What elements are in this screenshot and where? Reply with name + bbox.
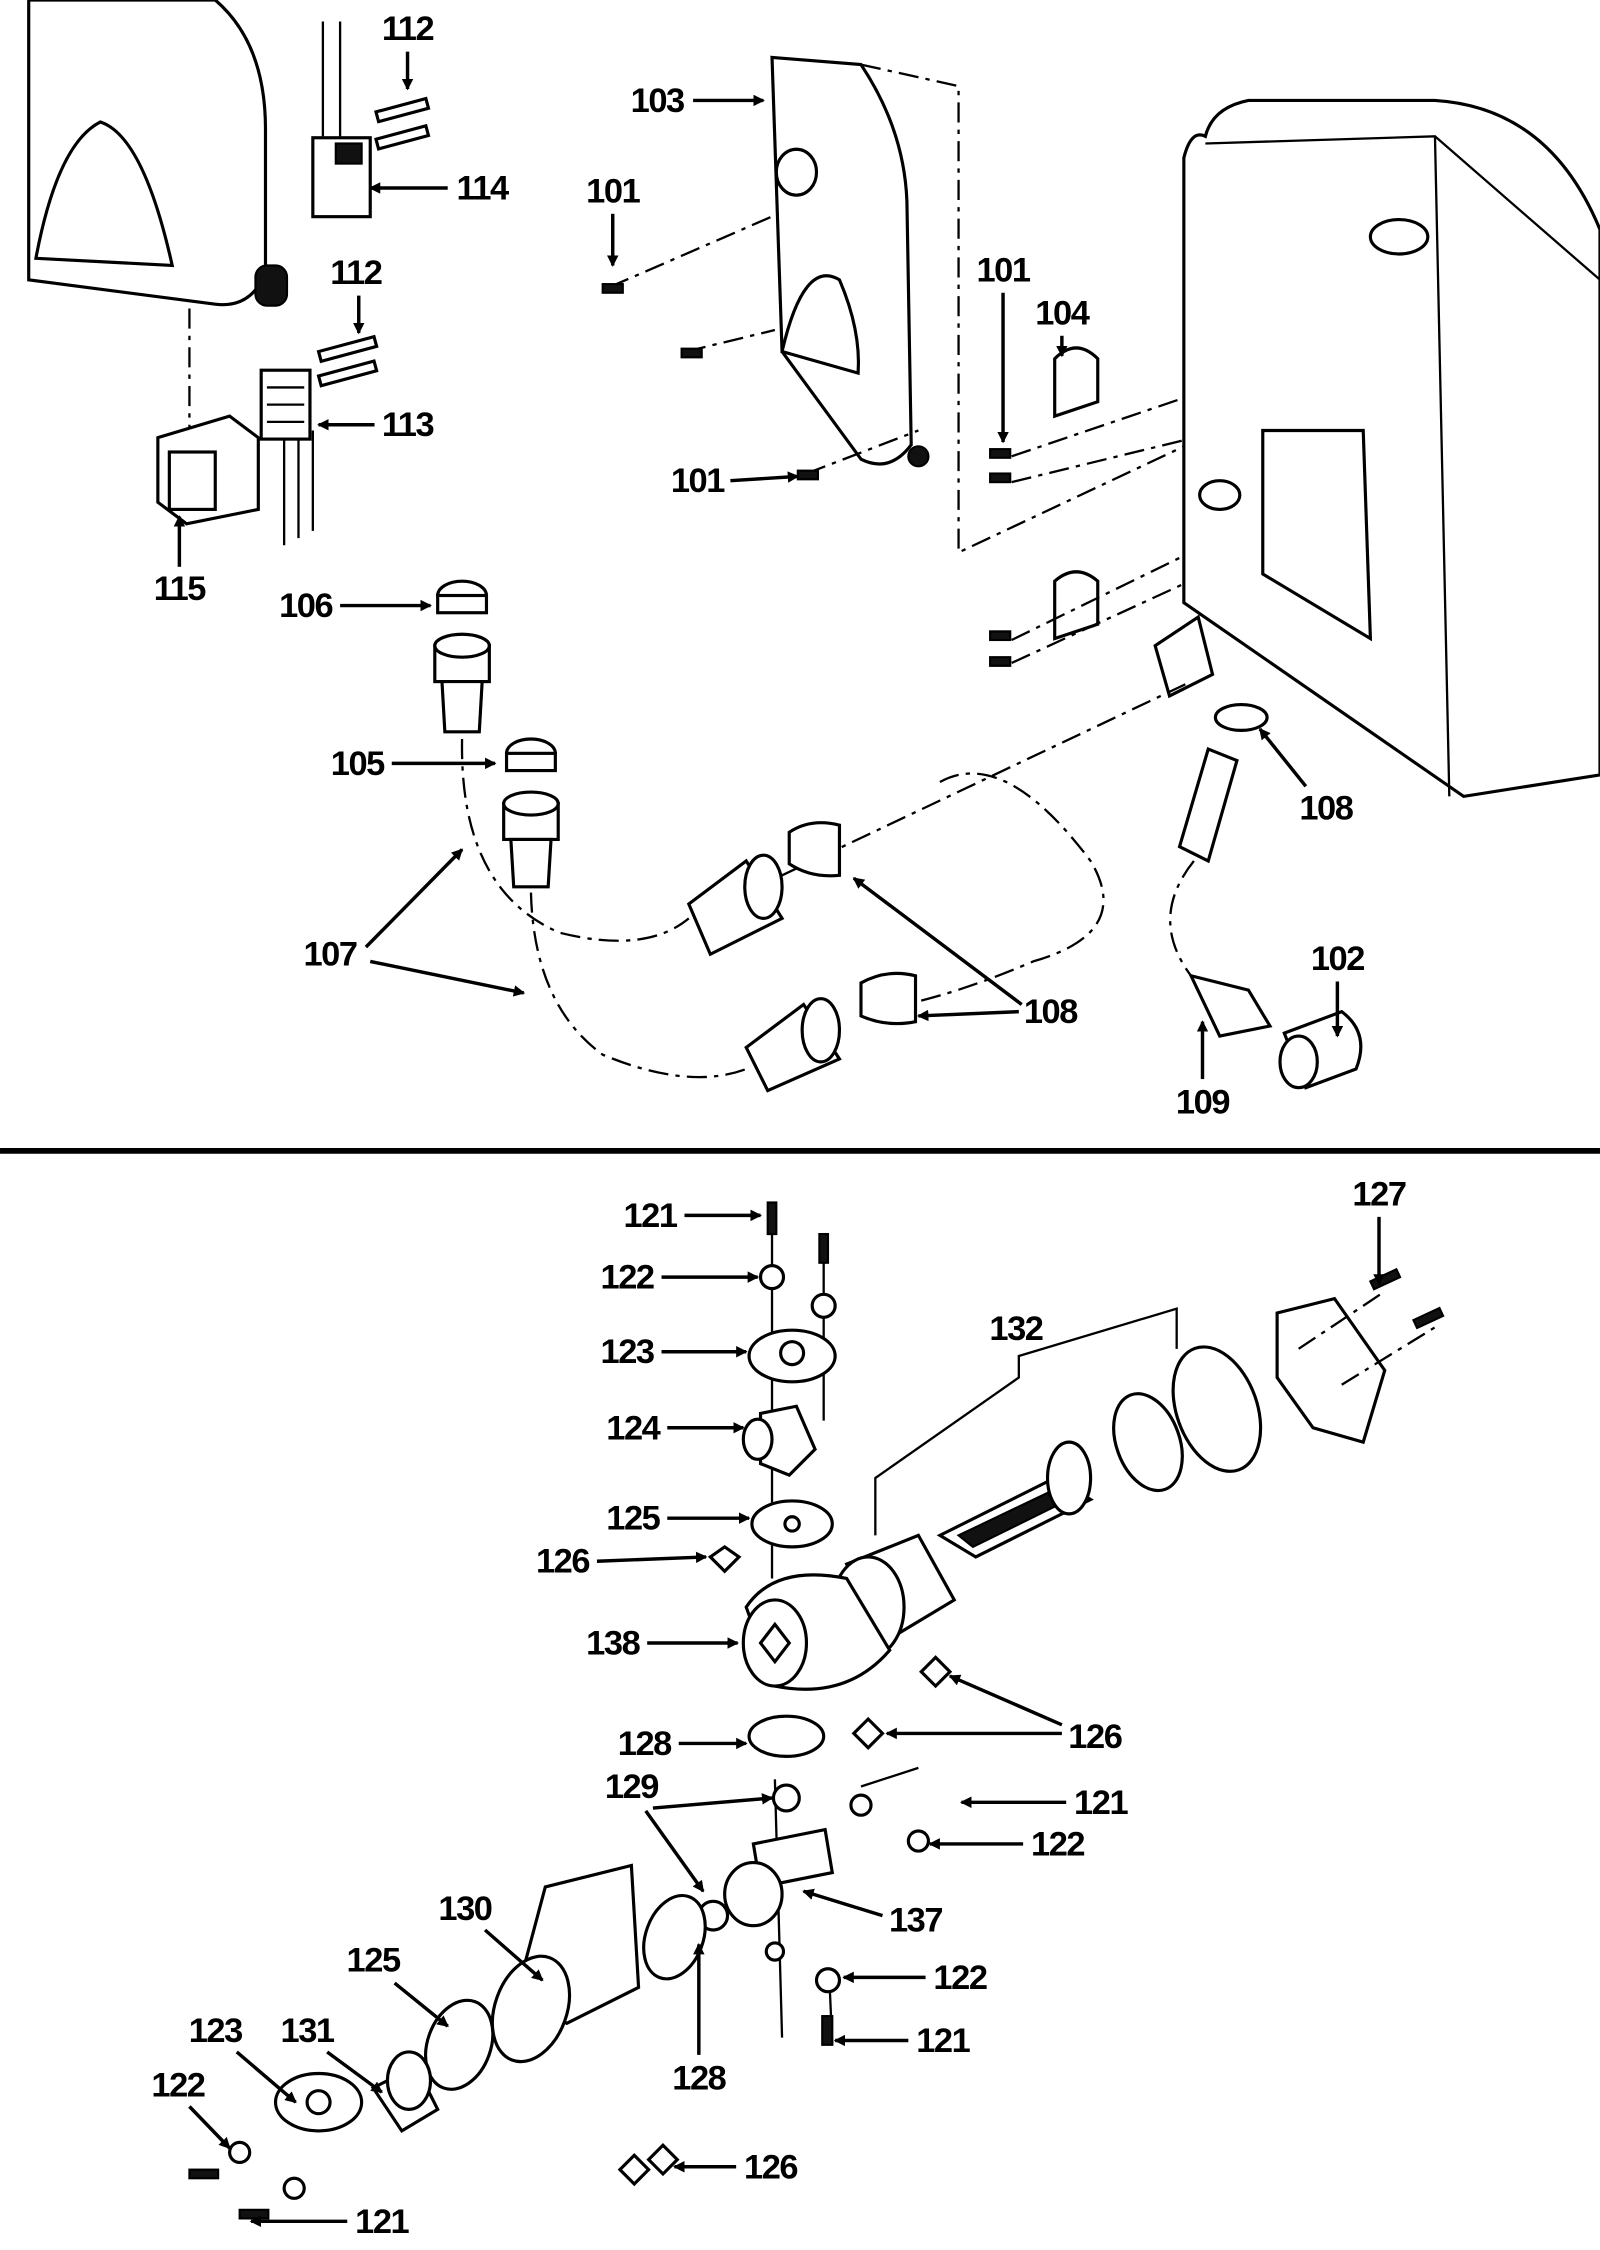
callout-label: 114 — [457, 169, 510, 207]
callout-arrow — [948, 1674, 1063, 1727]
callout-label: 137 — [889, 1901, 942, 1939]
filter-cap — [1171, 1345, 1263, 1473]
callout-label: 125 — [347, 1942, 401, 1980]
callout-arrow — [652, 1793, 774, 1810]
callout-label: 113 — [382, 406, 434, 444]
callout-label: 125 — [606, 1500, 660, 1538]
callout-label: 124 — [606, 1409, 660, 1447]
screws-101 — [601, 283, 1012, 667]
callout-arrow — [483, 1928, 544, 1982]
callout-arrow — [235, 2050, 297, 2104]
callout-arrow — [188, 2105, 231, 2150]
callout-label: 108 — [1024, 993, 1078, 1031]
callout-label: 128 — [672, 2059, 726, 2097]
callout-label: 106 — [279, 587, 332, 625]
callout-label: 130 — [438, 1890, 491, 1928]
callout-label: 126 — [1068, 1718, 1121, 1756]
tank-fitting — [1153, 614, 1215, 699]
callout-label: 121 — [623, 1197, 677, 1235]
callout-label: 121 — [355, 2203, 409, 2241]
screw-121 — [766, 1201, 778, 1236]
tank-cap — [1368, 217, 1430, 256]
callout-label: 101 — [976, 251, 1030, 289]
callout-label: 121 — [1074, 1784, 1128, 1822]
tank-opening — [1261, 428, 1373, 642]
callout-arrow — [326, 2050, 383, 2094]
ring-108b — [859, 971, 918, 1026]
callout-arrow — [644, 1809, 705, 1893]
lower-assembly — [188, 1201, 1445, 2220]
callout-label: 101 — [586, 172, 640, 210]
callout-label: 105 — [331, 745, 385, 783]
callout-arrow — [730, 471, 800, 483]
ring-108c — [1213, 702, 1269, 732]
gasket-128 — [747, 1714, 826, 1758]
callout-arrow — [916, 1009, 1019, 1022]
callout-label: 112 — [330, 254, 382, 292]
callout-label: 102 — [1311, 940, 1364, 978]
hose-end-107a — [686, 853, 785, 957]
callout-label: 132 — [989, 1310, 1042, 1348]
clip-104 — [1053, 346, 1100, 419]
callout-label: 108 — [1299, 789, 1353, 827]
tank-body — [1182, 98, 1600, 799]
callout-arrow — [1258, 727, 1308, 788]
callout-arrow — [852, 876, 1023, 1006]
callout-arrow — [364, 848, 464, 949]
hose-fitting-105 — [502, 737, 560, 889]
callout-label: 112 — [382, 10, 434, 48]
callout-label: 103 — [631, 82, 684, 120]
drain-hose-109 — [1177, 746, 1239, 864]
callout-arrow — [596, 1551, 708, 1564]
callout-label: 107 — [303, 936, 356, 974]
callout-label: 127 — [1352, 1175, 1405, 1213]
callout-label: 138 — [586, 1624, 640, 1662]
callout-label: 122 — [933, 1959, 986, 1997]
side-panel-103 — [770, 55, 913, 466]
hose-fitting-106 — [433, 579, 491, 734]
gasket-128b — [642, 1893, 707, 1981]
callout-arrow — [393, 1981, 449, 2028]
nut-126 — [707, 1544, 742, 1574]
callout-arrow — [369, 959, 526, 997]
screws-112 — [316, 96, 431, 388]
callout-label: 121 — [916, 2022, 970, 2060]
callout-label: 126 — [744, 2148, 797, 2186]
callout-label: 123 — [601, 1333, 654, 1371]
callout-label: 122 — [151, 2066, 204, 2104]
callout-label: 115 — [154, 570, 207, 608]
nut-126b — [919, 1655, 953, 1689]
callout-arrow — [802, 1888, 884, 1918]
callout-label: 123 — [189, 2012, 242, 2050]
upper-assembly — [27, 0, 1600, 1093]
o-ring — [1112, 1392, 1184, 1493]
housing-latch — [254, 264, 289, 307]
ring-108a — [787, 821, 842, 878]
callout-label: 122 — [1031, 1825, 1084, 1863]
callout-label: 109 — [1176, 1084, 1229, 1122]
callout-label: 126 — [536, 1543, 589, 1581]
callout-label: 129 — [605, 1768, 658, 1806]
callout-label: 122 — [601, 1259, 654, 1297]
callout-label: 131 — [281, 2012, 335, 2050]
callout-label: 104 — [1035, 294, 1089, 332]
mounting-plate-127 — [1275, 1296, 1387, 1445]
washer-129 — [771, 1783, 801, 1813]
callout-label: 101 — [671, 462, 725, 500]
washer-122 — [758, 1264, 786, 1291]
callout-label: 128 — [618, 1725, 672, 1763]
housing-handle-opening — [34, 120, 175, 268]
hose-end-107b — [744, 997, 842, 1093]
